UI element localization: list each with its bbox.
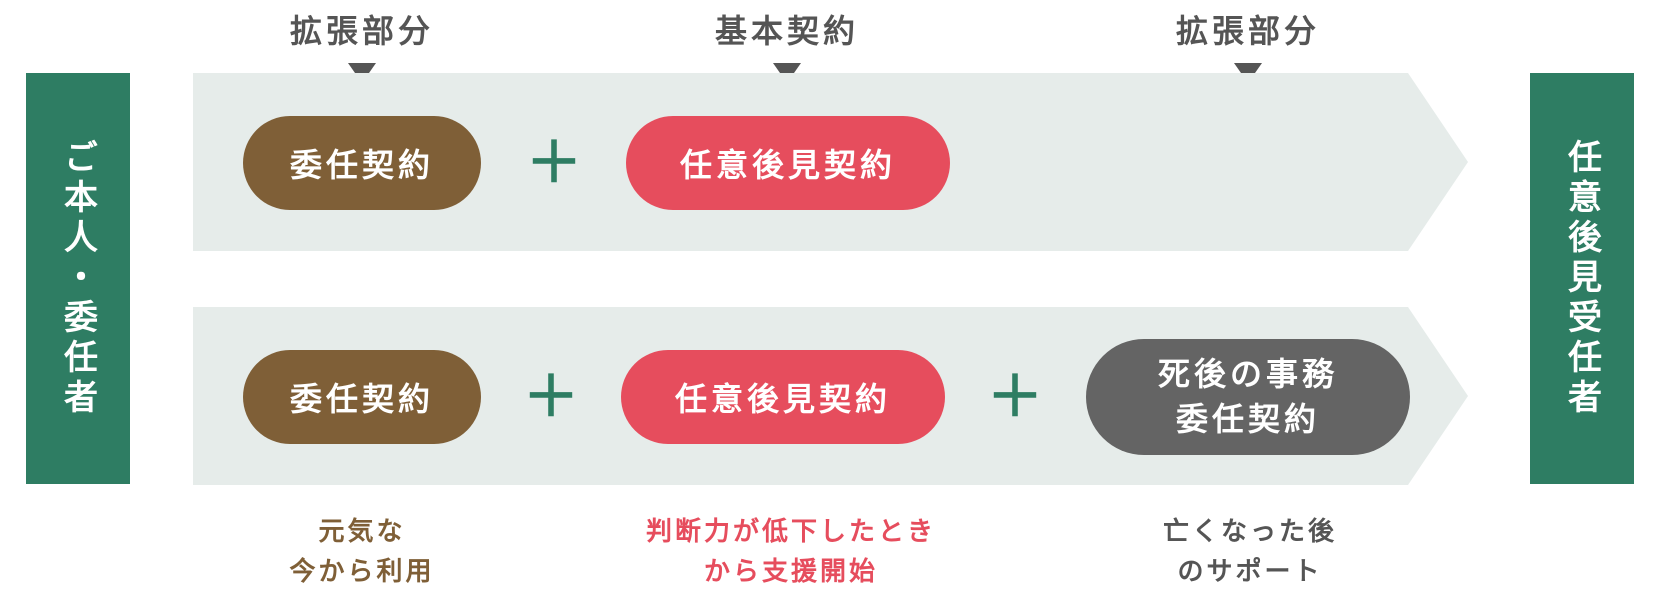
row1-delegation-contract-pill: 委任契約 — [243, 116, 481, 210]
principal-box: ご本人・委任者 — [26, 73, 130, 484]
row2-delegation-contract-label: 委任契約 — [289, 380, 434, 418]
row2-plus-icon-2: ＋ — [987, 365, 1043, 430]
caption-support-start-line2: から支援開始 — [703, 557, 878, 587]
row2-guardianship-contract-label: 任意後見契約 — [674, 380, 891, 418]
caption-after-death: 亡くなった後 のサポート — [1070, 512, 1430, 592]
caption-support-start-line1: 判断力が低下したとき — [645, 517, 936, 547]
header-extension-left: 拡張部分 — [289, 12, 434, 50]
row1-guardianship-contract-pill: 任意後見契約 — [626, 116, 950, 210]
header-basic-contract: 基本契約 — [714, 12, 859, 50]
caption-use-now-line2: 今から利用 — [289, 557, 435, 587]
caption-use-now: 元気な 今から利用 — [182, 512, 542, 592]
row1-plus-icon: ＋ — [526, 131, 582, 196]
caption-use-now-line1: 元気な — [318, 517, 406, 547]
row1-delegation-contract-label: 委任契約 — [289, 146, 434, 184]
guardian-box: 任意後見受任者 — [1530, 73, 1634, 484]
guardian-label: 任意後見受任者 — [1561, 138, 1602, 419]
row2-delegation-contract-pill: 委任契約 — [243, 350, 481, 444]
caption-after-death-line1: 亡くなった後 — [1162, 517, 1337, 547]
row2-posthumous-affairs-contract-pill: 死後の事務 委任契約 — [1086, 339, 1410, 455]
caption-support-start: 判断力が低下したとき から支援開始 — [606, 512, 976, 592]
row2-posthumous-label-line1: 死後の事務 — [1157, 355, 1338, 394]
caption-after-death-line2: のサポート — [1177, 557, 1323, 587]
row2-plus-icon-1: ＋ — [523, 365, 579, 430]
row2-posthumous-label-line2: 委任契約 — [1175, 400, 1320, 438]
row1-guardianship-contract-label: 任意後見契約 — [679, 146, 896, 184]
header-extension-right: 拡張部分 — [1175, 12, 1320, 50]
principal-label: ご本人・委任者 — [57, 138, 98, 419]
row2-guardianship-contract-pill: 任意後見契約 — [621, 350, 945, 444]
